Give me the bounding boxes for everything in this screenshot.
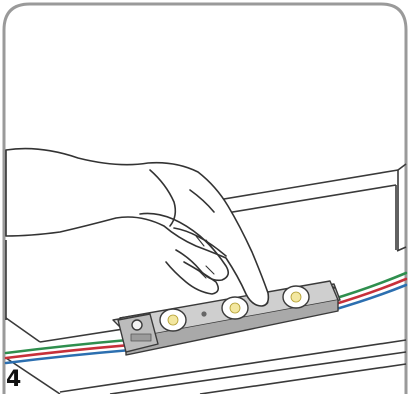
led-lens-2 xyxy=(221,296,249,320)
hand-illustration xyxy=(5,147,270,307)
wire-bundle-right xyxy=(328,271,408,312)
step-number: 4 xyxy=(6,367,22,392)
led-lens-1 xyxy=(159,308,187,332)
led-lens-3 xyxy=(282,285,310,309)
wire-bundle-left xyxy=(4,338,133,365)
mounting-dot-1 xyxy=(201,311,207,317)
led-module-endcap xyxy=(117,313,159,353)
